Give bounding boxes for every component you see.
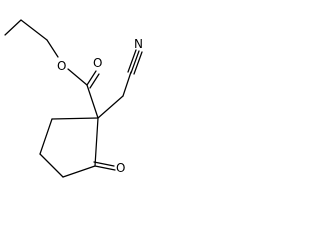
ester-oxygen-label: O — [57, 59, 66, 73]
ketone-double-bond-a — [94, 165, 116, 171]
ethyl-ch3-ch2-bond — [4, 19, 22, 36]
nitrile-triple-bond-c — [133, 51, 143, 75]
chemical-structure: O O N O — [4, 19, 143, 178]
carbonyl-oxygen-label: O — [93, 56, 102, 70]
ring-bond-1 — [51, 117, 99, 120]
nitrile-triple-bond-b — [130, 50, 140, 74]
structure-canvas: O O N O — [0, 0, 152, 187]
ring-bond-3 — [39, 153, 64, 178]
ethyl-ch2-bond — [20, 19, 48, 41]
ring-bond-5 — [94, 117, 99, 167]
quaternary-ch2-bond — [97, 95, 124, 119]
carbonyl-double-bond-b — [89, 73, 100, 89]
ring-bond-4 — [62, 165, 96, 178]
carbonyl-double-bond-a — [86, 70, 97, 86]
ethyl-ch2-o-bond — [46, 39, 59, 58]
ketone-double-bond-b — [93, 161, 115, 167]
ester-o-carbonyl-bond — [67, 68, 88, 86]
carbonyl-quaternary-bond — [86, 84, 99, 119]
ch2-nitrile-c-bond — [122, 71, 132, 97]
nitrile-nitrogen-label: N — [134, 37, 143, 51]
ketone-oxygen-label: O — [116, 161, 125, 175]
ring-bond-2 — [39, 118, 53, 155]
nitrile-triple-bond-a — [127, 49, 137, 73]
